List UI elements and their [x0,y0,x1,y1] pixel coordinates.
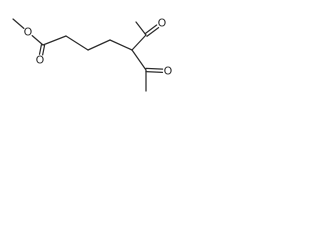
double-bond-11-b [145,67,164,70]
double-bond-2-a [38,44,43,55]
atom-label-o_carbonyl1: O [36,54,45,67]
double-bond-11-a [145,70,164,73]
single-bond-9 [135,21,147,36]
atom-label-o_bot: O [164,65,173,78]
single-bond-0 [12,18,25,30]
atom-label-o_top: O [158,17,167,30]
single-bond-5 [87,39,111,51]
single-bond-10 [131,49,147,71]
double-bond-2-b [42,44,46,56]
single-bond-4 [65,35,89,51]
single-bond-7 [131,34,147,51]
single-bond-6 [109,39,133,51]
atom-label-o_ester: O [24,26,33,39]
molecule-structure-diagram: O O O O [12,17,173,92]
double-bond-8-a [146,26,160,37]
double-bond-8-b [144,24,158,35]
single-bond-1 [31,34,44,46]
single-bond-3 [42,35,67,46]
